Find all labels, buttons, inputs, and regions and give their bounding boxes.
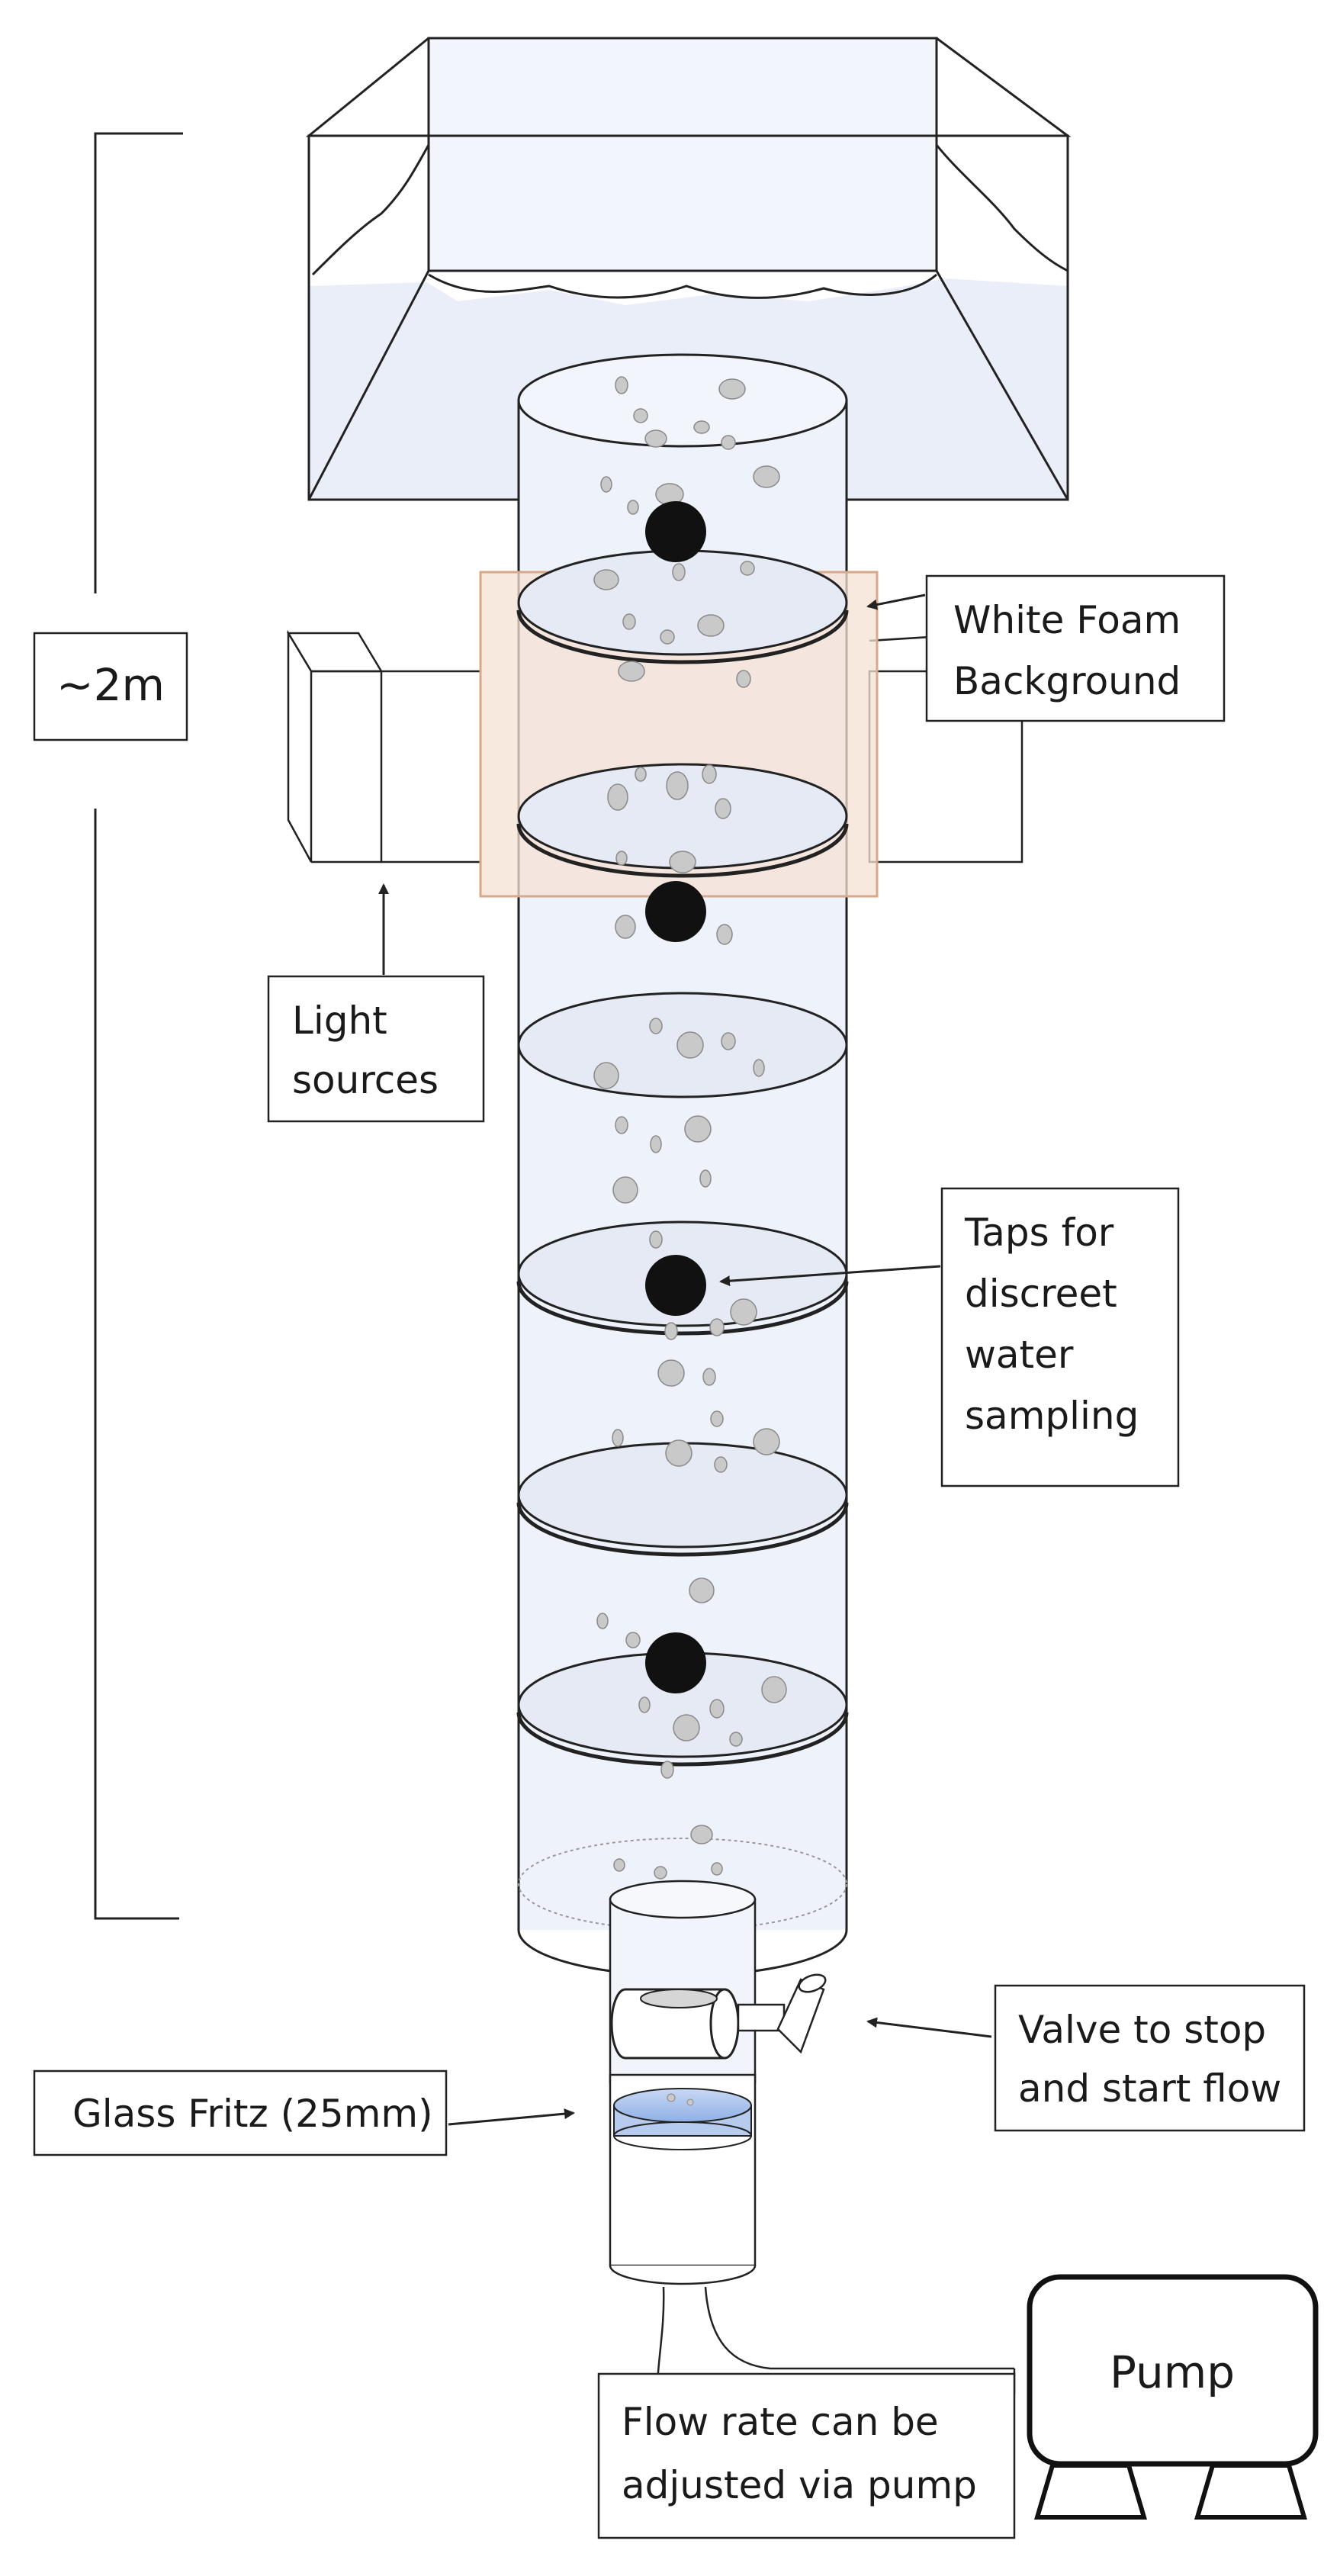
pump-foot — [1194, 2463, 1308, 2520]
glass-fritz-callout: Glass Fritz (25mm) — [33, 2069, 575, 2156]
light-source-left — [286, 629, 482, 863]
white-foam-callout: White Foam Background — [866, 574, 1226, 722]
taps-label-line1: Taps for — [964, 1211, 1114, 1255]
sampling-tap — [645, 1632, 706, 1693]
pump-body — [1027, 2274, 1319, 2467]
sampling-tap — [645, 1255, 706, 1316]
sampling-tap — [645, 881, 706, 942]
white-foam-label-line1: White Foam — [953, 598, 1181, 642]
flow-rate-label-line2: adjusted via pump — [622, 2463, 977, 2507]
height-label: ~2m — [56, 659, 165, 711]
valve — [610, 1973, 827, 2060]
height-scale — [94, 132, 183, 1920]
sampling-tap — [645, 501, 706, 562]
light-sources-label-line1: Light — [292, 999, 387, 1043]
glass-fritz-label: Glass Fritz (25mm) — [72, 2092, 433, 2136]
flow-rate-callout: Flow rate can be adjusted via pump — [597, 2372, 1016, 2539]
height-label-box: ~2m — [33, 632, 188, 741]
taps-label-line2: discreet — [965, 1272, 1117, 1316]
taps-label-line4: sampling — [965, 1394, 1139, 1438]
valve-label-line1: Valve to stop — [1018, 2008, 1266, 2052]
glass-fritz — [613, 2088, 752, 2150]
light-sources-label-line2: sources — [292, 1058, 439, 1102]
pump-foot — [1033, 2463, 1148, 2520]
white-foam-label-line2: Background — [953, 659, 1181, 703]
valve-label-line2: and start flow — [1018, 2066, 1281, 2111]
overflow-tank — [305, 37, 1072, 501]
taps-callout: Taps for discreet water sampling — [719, 1187, 1180, 1487]
water-surface-wave — [311, 144, 1068, 299]
valve-callout: Valve to stop and start flow — [866, 1984, 1306, 2132]
flow-rate-label-line1: Flow rate can be — [622, 2400, 939, 2444]
sampling-taps — [645, 501, 706, 1693]
pump-label: Pump — [1110, 2346, 1235, 2398]
pump: Pump — [1027, 2274, 1319, 2520]
light-sources-callout: Light sources — [267, 883, 485, 1123]
taps-label-line3: water — [965, 1333, 1074, 1377]
valve-assembly — [609, 1880, 1016, 2404]
